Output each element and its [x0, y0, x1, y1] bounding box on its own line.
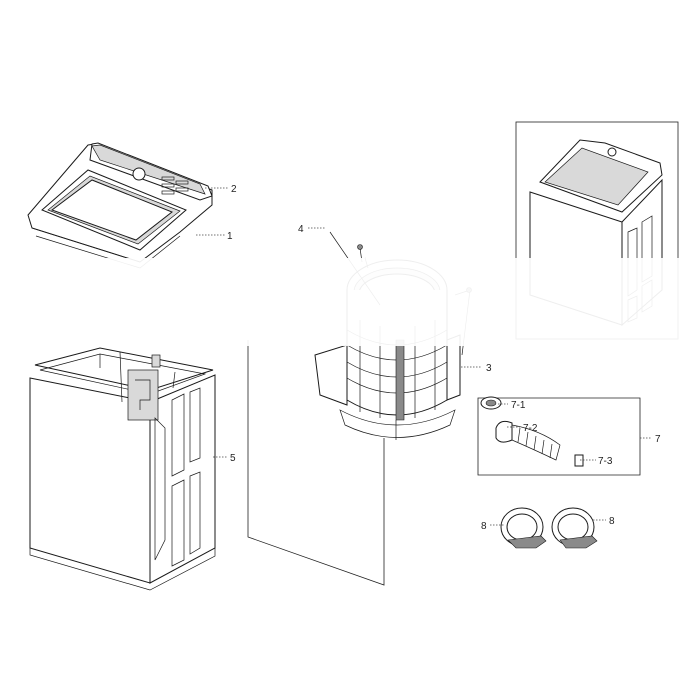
cabinet — [29, 347, 216, 591]
callout-7-1: 7-1 — [511, 400, 526, 411]
callout-8-right: 8 — [609, 516, 615, 527]
inlet-hoses — [500, 507, 598, 549]
callout-7-2: 7-2 — [523, 423, 538, 434]
callout-7-3: 7-3 — [598, 456, 613, 467]
callout-5: 5 — [230, 453, 236, 464]
callout-1: 1 — [227, 231, 233, 242]
drain-hose-group — [477, 396, 641, 476]
callout-3: 3 — [486, 363, 492, 374]
callout-8-left: 8 — [481, 521, 487, 532]
faded-band — [0, 258, 700, 346]
callout-2: 2 — [231, 184, 237, 195]
callout-7: 7 — [655, 434, 661, 445]
callout-leaders — [196, 187, 652, 526]
callout-4: 4 — [298, 224, 304, 235]
top-lid-assembly — [27, 142, 213, 269]
